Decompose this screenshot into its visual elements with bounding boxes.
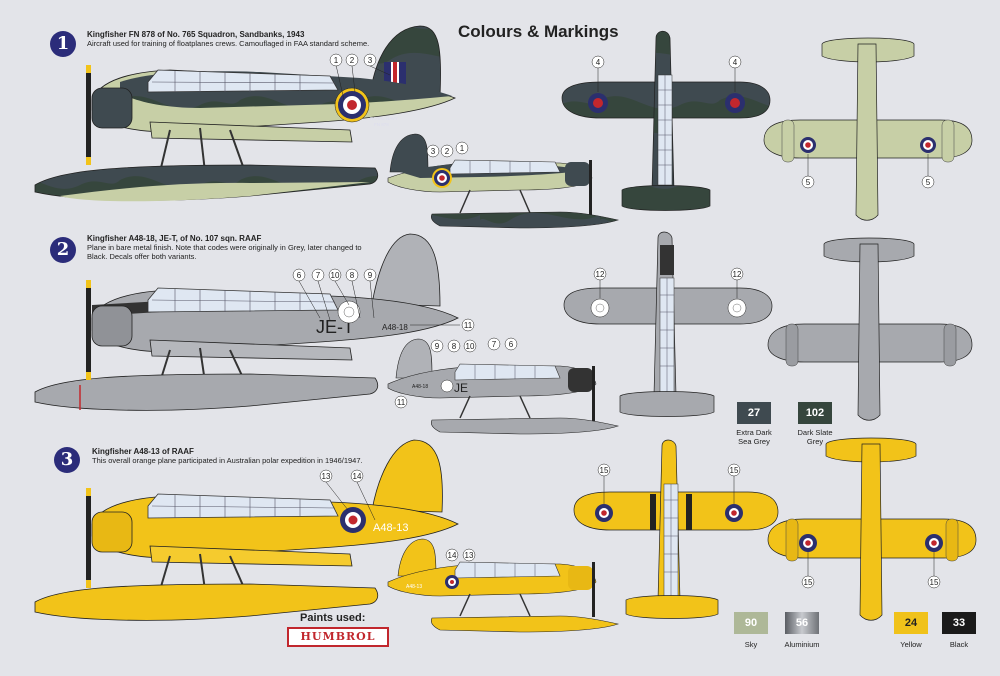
- svg-text:7: 7: [492, 340, 497, 349]
- scheme-3-badge: 3: [54, 447, 80, 473]
- swatch-90-label: Sky: [744, 640, 758, 649]
- scheme-2-top-view: [563, 231, 773, 417]
- sheet-title: Colours & Markings: [458, 22, 619, 41]
- svg-text:14: 14: [448, 551, 457, 560]
- svg-text:12: 12: [733, 270, 742, 279]
- scheme-3-heading: Kingfisher A48-13 of RAAF: [92, 447, 194, 456]
- svg-text:3: 3: [431, 147, 436, 156]
- svg-text:9: 9: [435, 342, 440, 351]
- scheme-3-top-callouts: 15 15: [597, 463, 741, 504]
- svg-text:15: 15: [804, 578, 813, 587]
- scheme-1-side-view: ROYAL NAVY FN 878: [34, 25, 456, 202]
- svg-text:13: 13: [465, 551, 474, 560]
- scheme-1-top-view: [561, 30, 771, 211]
- svg-text:6: 6: [509, 340, 514, 349]
- scheme-1-serial: FN 878: [374, 122, 389, 127]
- svg-text:15: 15: [930, 578, 939, 587]
- paints-used-label: Paints used:: [300, 612, 366, 624]
- scheme-2-side-view-small: JE A48-18: [387, 338, 620, 435]
- svg-text:13: 13: [322, 472, 331, 481]
- scheme-2-side-callouts: 6 7 10 8 9 11: [292, 268, 475, 332]
- svg-text:11: 11: [397, 398, 406, 407]
- scheme-1-side-callouts: 1 2 3: [329, 53, 391, 101]
- scheme-3-top-view: [573, 439, 779, 619]
- scheme-3-side-callouts: 13 14: [319, 469, 376, 521]
- scheme-2-bottom-view: [767, 237, 973, 421]
- svg-text:15: 15: [730, 466, 739, 475]
- swatch-24-label: Yellow: [900, 640, 922, 649]
- scheme-1-side-view-small: [387, 133, 620, 229]
- scheme-1-bottom-view: [763, 37, 973, 221]
- svg-text:8: 8: [452, 342, 457, 351]
- swatch-56-label: Aluminium: [784, 640, 820, 649]
- svg-text:A48-18: A48-18: [412, 384, 428, 390]
- scheme-1-top-callouts: 4 4: [591, 55, 742, 92]
- svg-text:5: 5: [806, 178, 811, 187]
- svg-text:4: 4: [733, 58, 738, 67]
- scheme-2-side-view: JE-T A48-18: [34, 233, 459, 411]
- scheme-3-side-view-small: A48-13: [387, 538, 620, 633]
- svg-text:JE: JE: [454, 381, 468, 395]
- scheme-2-heading: Kingfisher A48-18, JE-T, of No. 107 sqn.…: [87, 234, 262, 243]
- svg-text:A48-13: A48-13: [406, 584, 422, 590]
- swatch-56: 56: [785, 612, 819, 634]
- scheme-1-caption: Kingfisher FN 878 of No. 765 Squadron, S…: [87, 30, 387, 48]
- svg-text:6: 6: [297, 271, 302, 280]
- swatch-33-label: Black: [949, 640, 969, 649]
- svg-text:15: 15: [600, 466, 609, 475]
- scheme-3-description: This overall orange plane participated i…: [92, 456, 363, 465]
- svg-text:10: 10: [331, 271, 340, 280]
- svg-text:2: 2: [350, 56, 355, 65]
- swatch-90: 90: [734, 612, 768, 634]
- svg-text:1: 1: [460, 144, 465, 153]
- scheme-3-bottom-view: [767, 437, 977, 621]
- svg-text:1: 1: [334, 56, 339, 65]
- scheme-2-badge: 2: [50, 237, 76, 263]
- svg-text:8: 8: [350, 271, 355, 280]
- scheme-1-heading: Kingfisher FN 878 of No. 765 Squadron, S…: [87, 30, 305, 39]
- humbrol-logo: HUMBROL: [287, 627, 389, 647]
- svg-text:10: 10: [466, 342, 475, 351]
- swatch-102: 102: [798, 402, 832, 424]
- svg-text:11: 11: [464, 321, 473, 330]
- scheme-3-side-view: A48-13: [34, 439, 459, 621]
- scheme-3-side-small-callouts: 14 13: [445, 548, 476, 562]
- svg-text:2: 2: [445, 147, 450, 156]
- svg-text:4: 4: [596, 58, 601, 67]
- svg-text:12: 12: [596, 270, 605, 279]
- scheme-1-side-small-callouts: 3 2 1: [426, 141, 469, 158]
- scheme-2-serial: A48-18: [382, 323, 408, 332]
- swatch-24: 24: [894, 612, 928, 634]
- scheme-2-side-small-callouts: 9 8 10 7 6 11: [394, 337, 518, 409]
- svg-text:ROYAL NAVY: ROYAL NAVY: [370, 116, 398, 121]
- scheme-2-caption: Kingfisher A48-18, JE-T, of No. 107 sqn.…: [87, 234, 377, 261]
- svg-text:9: 9: [368, 271, 373, 280]
- scheme-1-bottom-callouts: 5 5: [801, 154, 935, 189]
- scheme-2-top-callouts: 12 12: [593, 267, 744, 298]
- scheme-3-caption: Kingfisher A48-13 of RAAF This overall o…: [92, 447, 372, 465]
- scheme-1-badge: 1: [50, 31, 76, 57]
- scheme-2-description: Plane in bare metal finish. Note that co…: [87, 243, 362, 261]
- svg-text:7: 7: [316, 271, 321, 280]
- svg-text:14: 14: [353, 472, 362, 481]
- swatch-33: 33: [942, 612, 976, 634]
- swatch-27: 27: [737, 402, 771, 424]
- scheme-3-serial: A48-13: [373, 522, 408, 534]
- svg-text:3: 3: [368, 56, 373, 65]
- scheme-3-bottom-callouts: 15 15: [801, 552, 941, 589]
- svg-text:5: 5: [926, 178, 931, 187]
- scheme-1-description: Aircraft used for training of floatplane…: [87, 39, 370, 48]
